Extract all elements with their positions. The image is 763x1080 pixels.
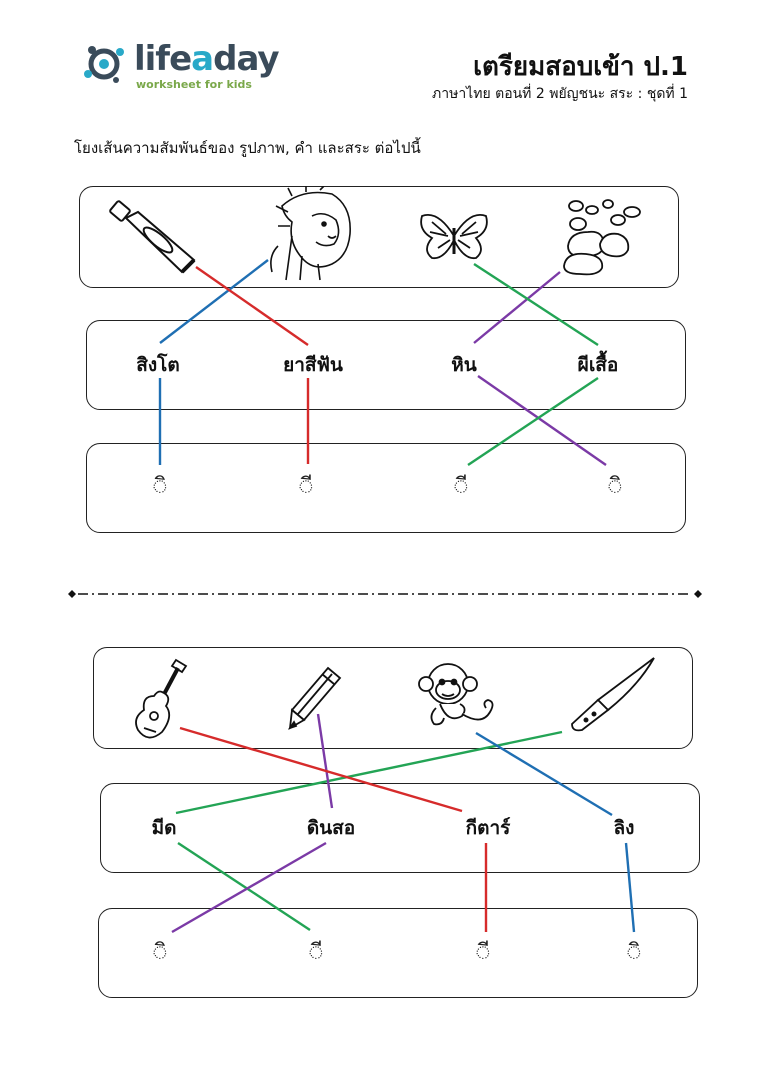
lifeaday-logo: lifeaday worksheet for kids <box>82 38 282 98</box>
page-subtitle: ภาษาไทย ตอนที่ 2 พยัญชนะ สระ : ชุดที่ 1 <box>432 86 688 102</box>
ex1-word-3: หิน <box>451 354 477 376</box>
instruction-text: โยงเส้นความสัมพันธ์ของ รูปภาพ, คำ และสระ… <box>74 139 421 157</box>
ex2-word-4: ลิง <box>613 817 635 839</box>
ex2-vowel-4: ◌ิ <box>627 940 641 965</box>
ex1-vowel-2: ◌ี <box>299 474 313 499</box>
pencil-icon <box>288 666 342 730</box>
lion-icon <box>270 186 351 281</box>
ex2-vowel-3: ◌ี <box>476 940 490 965</box>
ex1-vowel-3: ◌ี <box>454 474 468 499</box>
ex1-word-4: ผีเสื้อ <box>577 354 619 376</box>
ex1-word-1: สิงโต <box>136 354 180 376</box>
ex1-vowel-4: ◌ิ <box>608 474 622 499</box>
ex2-word-3: กีตาร์ <box>465 817 511 839</box>
ex1-vowel-1: ◌ิ <box>153 474 167 499</box>
ex2-word-row <box>100 783 700 873</box>
ex1-word-2: ยาสีฟัน <box>283 354 343 376</box>
ex2-vowel-row <box>98 908 698 998</box>
section-divider <box>68 590 702 598</box>
ex1-vowel-row <box>86 443 686 533</box>
ex2-word-2: ดินสอ <box>306 817 356 839</box>
logo-mark-icon <box>84 46 124 83</box>
page-title: เตรียมสอบเข้า ป.1 <box>473 52 688 82</box>
monkey-icon <box>418 663 494 726</box>
ex2-vowel-1: ◌ิ <box>153 940 167 965</box>
toothpaste-icon <box>109 200 196 274</box>
ex2-word-1: มีด <box>151 817 177 839</box>
logo-tagline: worksheet for kids <box>136 78 252 91</box>
knife-icon <box>571 657 655 732</box>
butterfly-icon <box>420 214 488 260</box>
rocks-icon <box>563 199 641 276</box>
ex2-vowel-2: ◌ี <box>309 940 323 965</box>
guitar-icon <box>135 658 188 739</box>
logo-wordmark: lifeaday <box>134 39 280 79</box>
